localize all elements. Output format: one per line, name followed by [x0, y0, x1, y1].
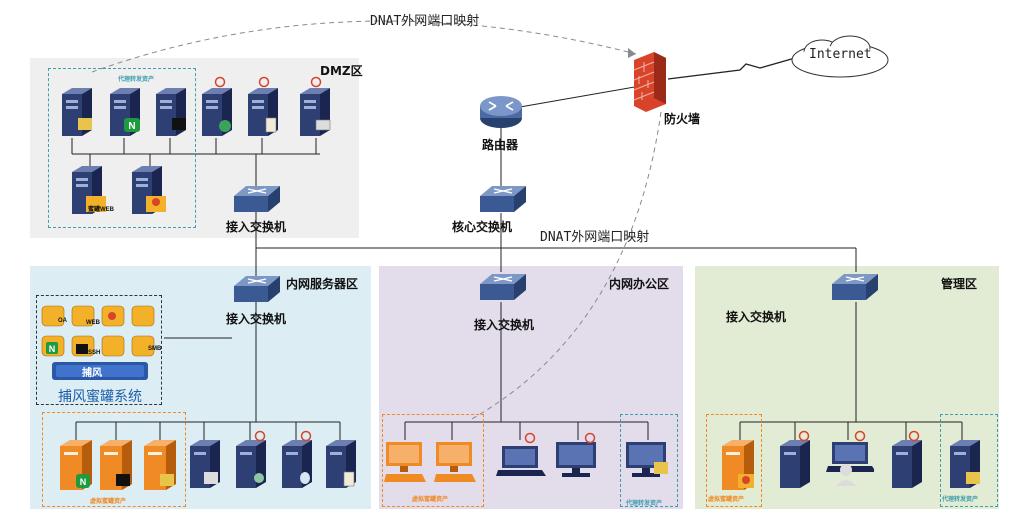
alert-icon: [214, 76, 226, 88]
honeypot-server-icon[interactable]: N: [56, 440, 96, 492]
server-icon[interactable]: [232, 440, 270, 490]
firewall-icon[interactable]: [630, 52, 670, 112]
honeypot-assets-mgmt-label: 虚拟蜜罐资产: [708, 497, 745, 503]
firewall-label: 防火墙: [664, 112, 701, 126]
svg-text:N: N: [49, 344, 56, 354]
server-icon[interactable]: [68, 166, 108, 216]
server-switch-label: 接入交换机: [226, 312, 287, 326]
management-zone-title: 管理区: [941, 277, 978, 291]
server-icon[interactable]: [322, 440, 360, 490]
server-icon[interactable]: [244, 88, 280, 138]
switch-icon[interactable]: [232, 184, 282, 216]
honeypot-server-icon[interactable]: [96, 440, 136, 492]
svg-text:N: N: [128, 121, 135, 132]
server-icon[interactable]: [198, 88, 234, 138]
pc-icon[interactable]: [554, 440, 602, 480]
web-badge: WEB: [86, 320, 100, 326]
alert-icon: [854, 430, 866, 442]
server-icon[interactable]: [186, 440, 224, 490]
dmz-switch-label: 接入交换机: [226, 220, 287, 234]
dnat-top-label: DNAT外网端口映射: [370, 14, 480, 29]
honeypot-system-box: [36, 295, 162, 405]
router-label: 路由器: [482, 138, 519, 152]
honeypot-jars-icon: N: [41, 305, 155, 357]
pc-icon[interactable]: [624, 440, 672, 480]
server-icon[interactable]: N: [106, 88, 142, 138]
server-icon[interactable]: [776, 440, 814, 490]
office-zone-title: 内网办公区: [609, 277, 670, 291]
core-switch-label: 核心交换机: [452, 220, 513, 234]
honeypot-assets-office-box: [382, 414, 484, 507]
office-zone: [379, 266, 683, 509]
alert-icon: [908, 430, 920, 442]
alert-icon: [258, 76, 270, 88]
proxy-assets-dmz-label: 代理转发资产: [118, 77, 155, 83]
cloud-icon: [791, 35, 889, 78]
server-icon[interactable]: [278, 440, 316, 490]
switch-icon[interactable]: [830, 272, 880, 304]
server-icon[interactable]: [946, 440, 984, 490]
switch-icon[interactable]: [232, 274, 282, 306]
dnat-mid-label: DNAT外网端口映射: [540, 230, 650, 245]
alert-icon: [584, 432, 596, 444]
alert-icon: [300, 430, 312, 442]
admin-laptop-icon[interactable]: [826, 440, 874, 486]
proxy-assets-mgmt-label: 代理转发资产: [942, 497, 979, 503]
oa-badge: OA: [58, 318, 67, 324]
dmz-zone-title: DMZ区: [320, 64, 363, 78]
honeypot-assets-office-label: 虚拟蜜罐资产: [412, 497, 449, 503]
proxy-assets-office-label: 代理转发资产: [626, 501, 663, 507]
office-switch-label: 接入交换机: [474, 318, 535, 332]
ssh-badge: SSH: [88, 350, 101, 356]
alert-icon: [310, 76, 322, 88]
honeypot-server-icon[interactable]: [718, 440, 758, 492]
proxy-assets-mgmt-box: [940, 414, 998, 507]
server-icon[interactable]: [152, 88, 188, 138]
honeypot-assets-server-label: 虚拟蜜罐资产: [90, 499, 127, 505]
honeypot-web-badge: 蜜罐WEB: [88, 207, 114, 213]
honeypot-assets-server-box: [42, 412, 186, 507]
honeypot-assets-mgmt-box: [706, 414, 762, 507]
laptop-icon[interactable]: [496, 444, 546, 478]
proxy-assets-dmz-box: [48, 68, 196, 228]
mgmt-switch-label: 接入交换机: [726, 310, 787, 324]
alert-icon: [254, 430, 266, 442]
server-icon[interactable]: [296, 88, 332, 138]
alert-icon: [798, 430, 810, 442]
internet-label: Internet: [809, 47, 872, 62]
capture-wind-label: 捕风: [82, 368, 102, 379]
alert-icon: [524, 432, 536, 444]
smb-badge: SMB: [148, 346, 162, 352]
server-icon[interactable]: [58, 88, 94, 138]
server-icon[interactable]: [128, 166, 168, 216]
router-icon[interactable]: [478, 92, 524, 132]
server-zone-title: 内网服务器区: [286, 277, 359, 291]
capture-wind-appliance-icon[interactable]: [52, 360, 148, 382]
proxy-assets-office-box: [620, 414, 678, 507]
honeypot-server-icon[interactable]: [140, 440, 180, 492]
honeypot-system-label: 捕风蜜罐系统: [58, 389, 142, 405]
svg-text:N: N: [80, 477, 87, 487]
server-icon[interactable]: [888, 440, 926, 490]
switch-icon[interactable]: [478, 184, 528, 216]
switch-icon[interactable]: [478, 272, 528, 304]
pc-icon[interactable]: [434, 440, 478, 486]
pc-icon[interactable]: [384, 440, 428, 486]
